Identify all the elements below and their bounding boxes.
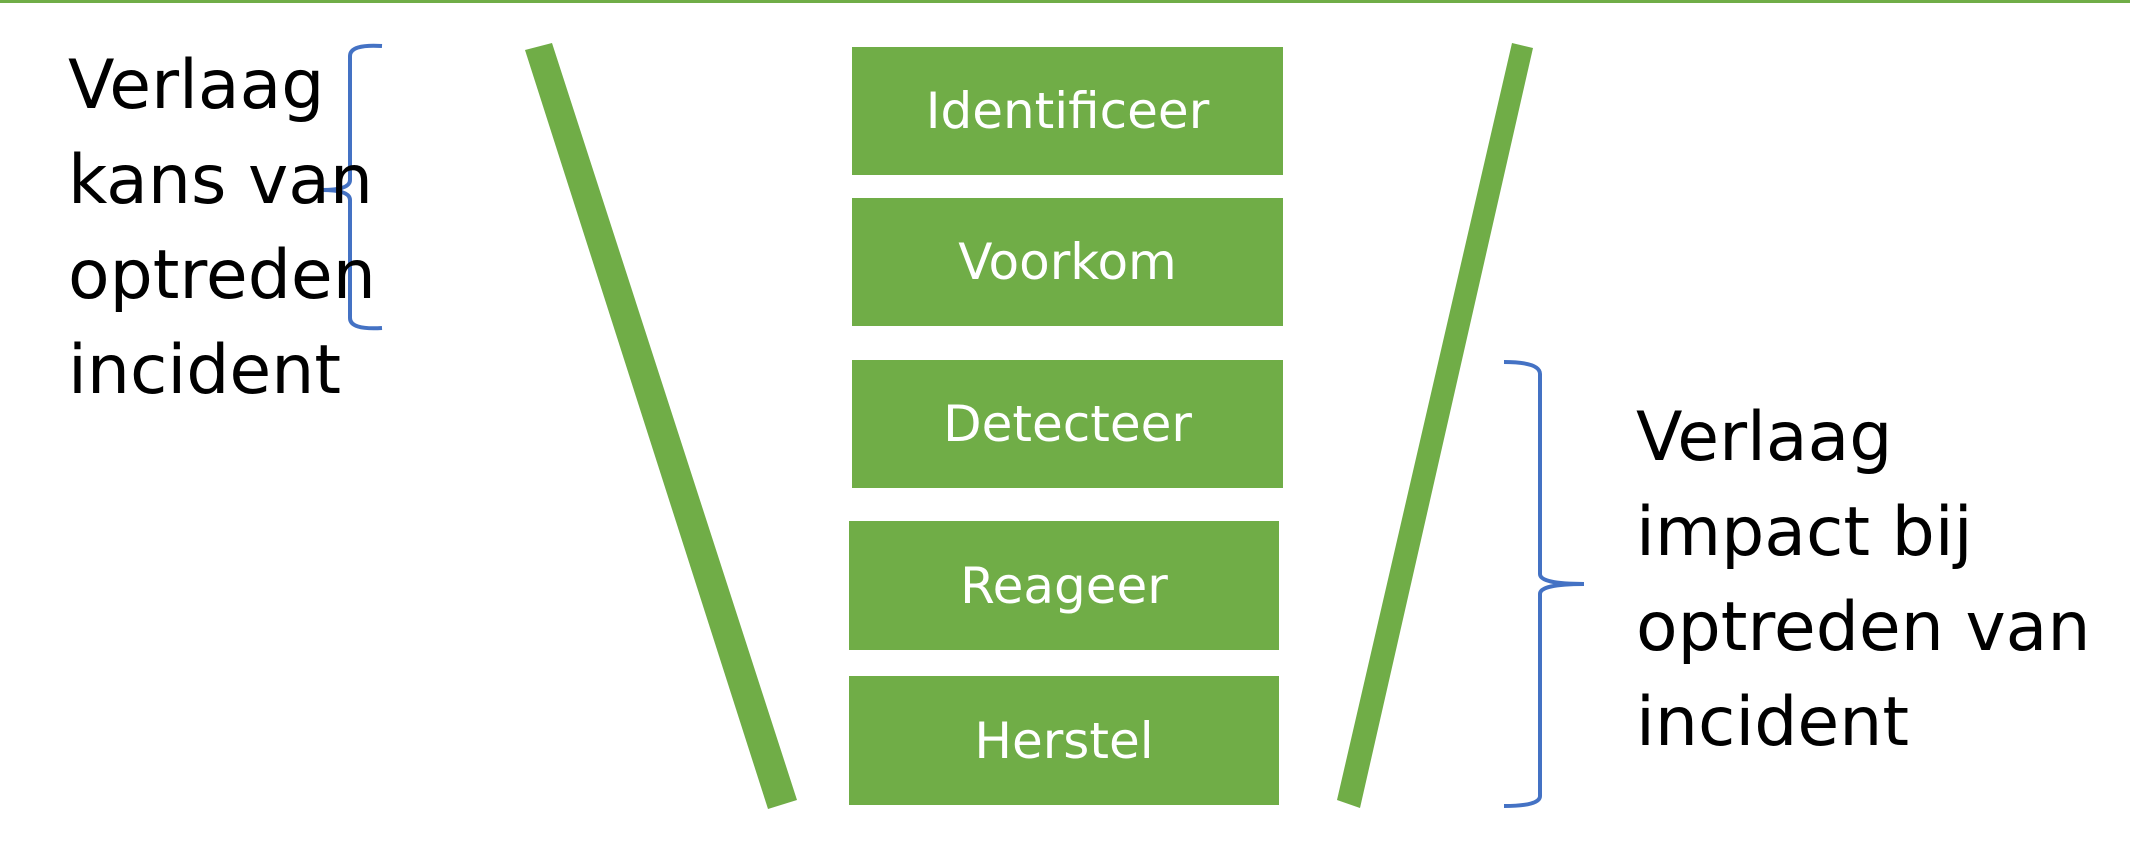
step-herstel: Herstel	[849, 676, 1279, 805]
step-label: Herstel	[974, 711, 1154, 770]
left-annotation-line: kans van	[68, 141, 374, 220]
step-label: Detecteer	[943, 395, 1192, 453]
left-bracket-icon	[321, 43, 383, 331]
left-annotation-line: Verlaag	[68, 46, 325, 125]
top-divider	[0, 0, 2130, 3]
right-bracket-icon	[1503, 360, 1585, 808]
step-label: Reageer	[960, 556, 1168, 615]
left-funnel-bar	[525, 43, 797, 809]
left-annotation: Verlaag kans van optreden incident	[68, 38, 376, 418]
step-label: Voorkom	[958, 233, 1177, 291]
right-annotation-line: optreden van	[1636, 588, 2091, 667]
right-annotation: Verlaag impact bij optreden van incident	[1636, 390, 2090, 770]
step-voorkom: Voorkom	[852, 198, 1283, 326]
right-annotation-line: incident	[1636, 683, 1910, 762]
right-annotation-line: Verlaag	[1636, 398, 1893, 477]
step-identificeer: Identificeer	[852, 47, 1283, 175]
right-funnel-bar	[1337, 43, 1533, 808]
left-annotation-line: incident	[68, 331, 342, 410]
right-annotation-line: impact bij	[1636, 493, 1973, 572]
step-label: Identificeer	[925, 82, 1210, 140]
left-annotation-line: optreden	[68, 236, 376, 315]
step-detecteer: Detecteer	[852, 360, 1283, 488]
step-reageer: Reageer	[849, 521, 1279, 650]
